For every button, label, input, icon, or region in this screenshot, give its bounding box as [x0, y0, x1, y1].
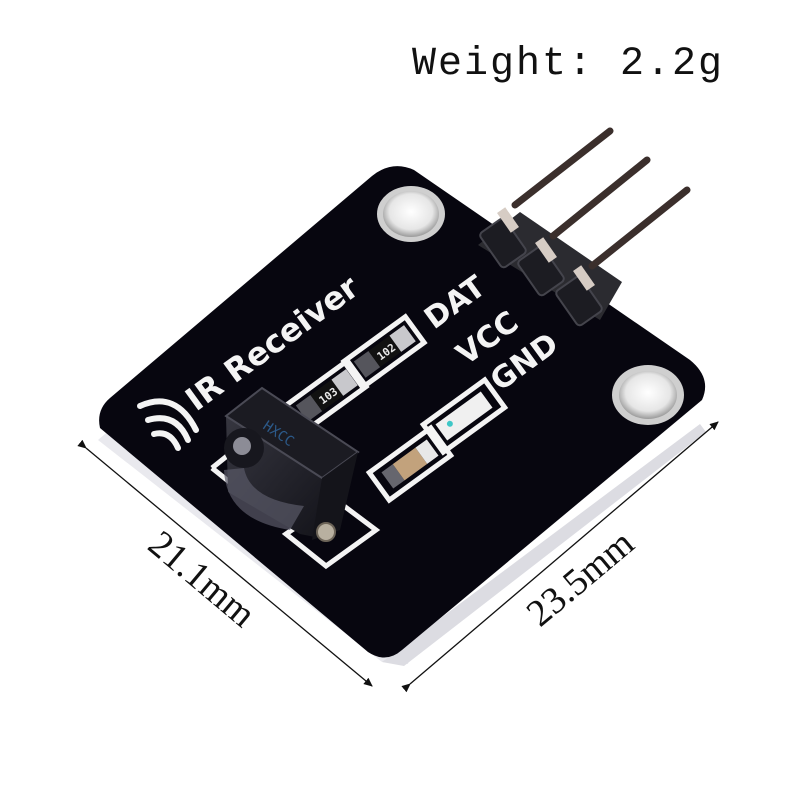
- mounting-hole-top: [377, 186, 445, 242]
- pin-vcc: [517, 156, 651, 297]
- mounting-hole-right: [612, 365, 684, 425]
- resistor-102: 102: [340, 313, 428, 391]
- pin-dat: [479, 127, 614, 269]
- weight-label: Weight: 2.2g: [412, 42, 725, 87]
- pin-gnd: [555, 186, 691, 327]
- pin-header: [478, 127, 691, 327]
